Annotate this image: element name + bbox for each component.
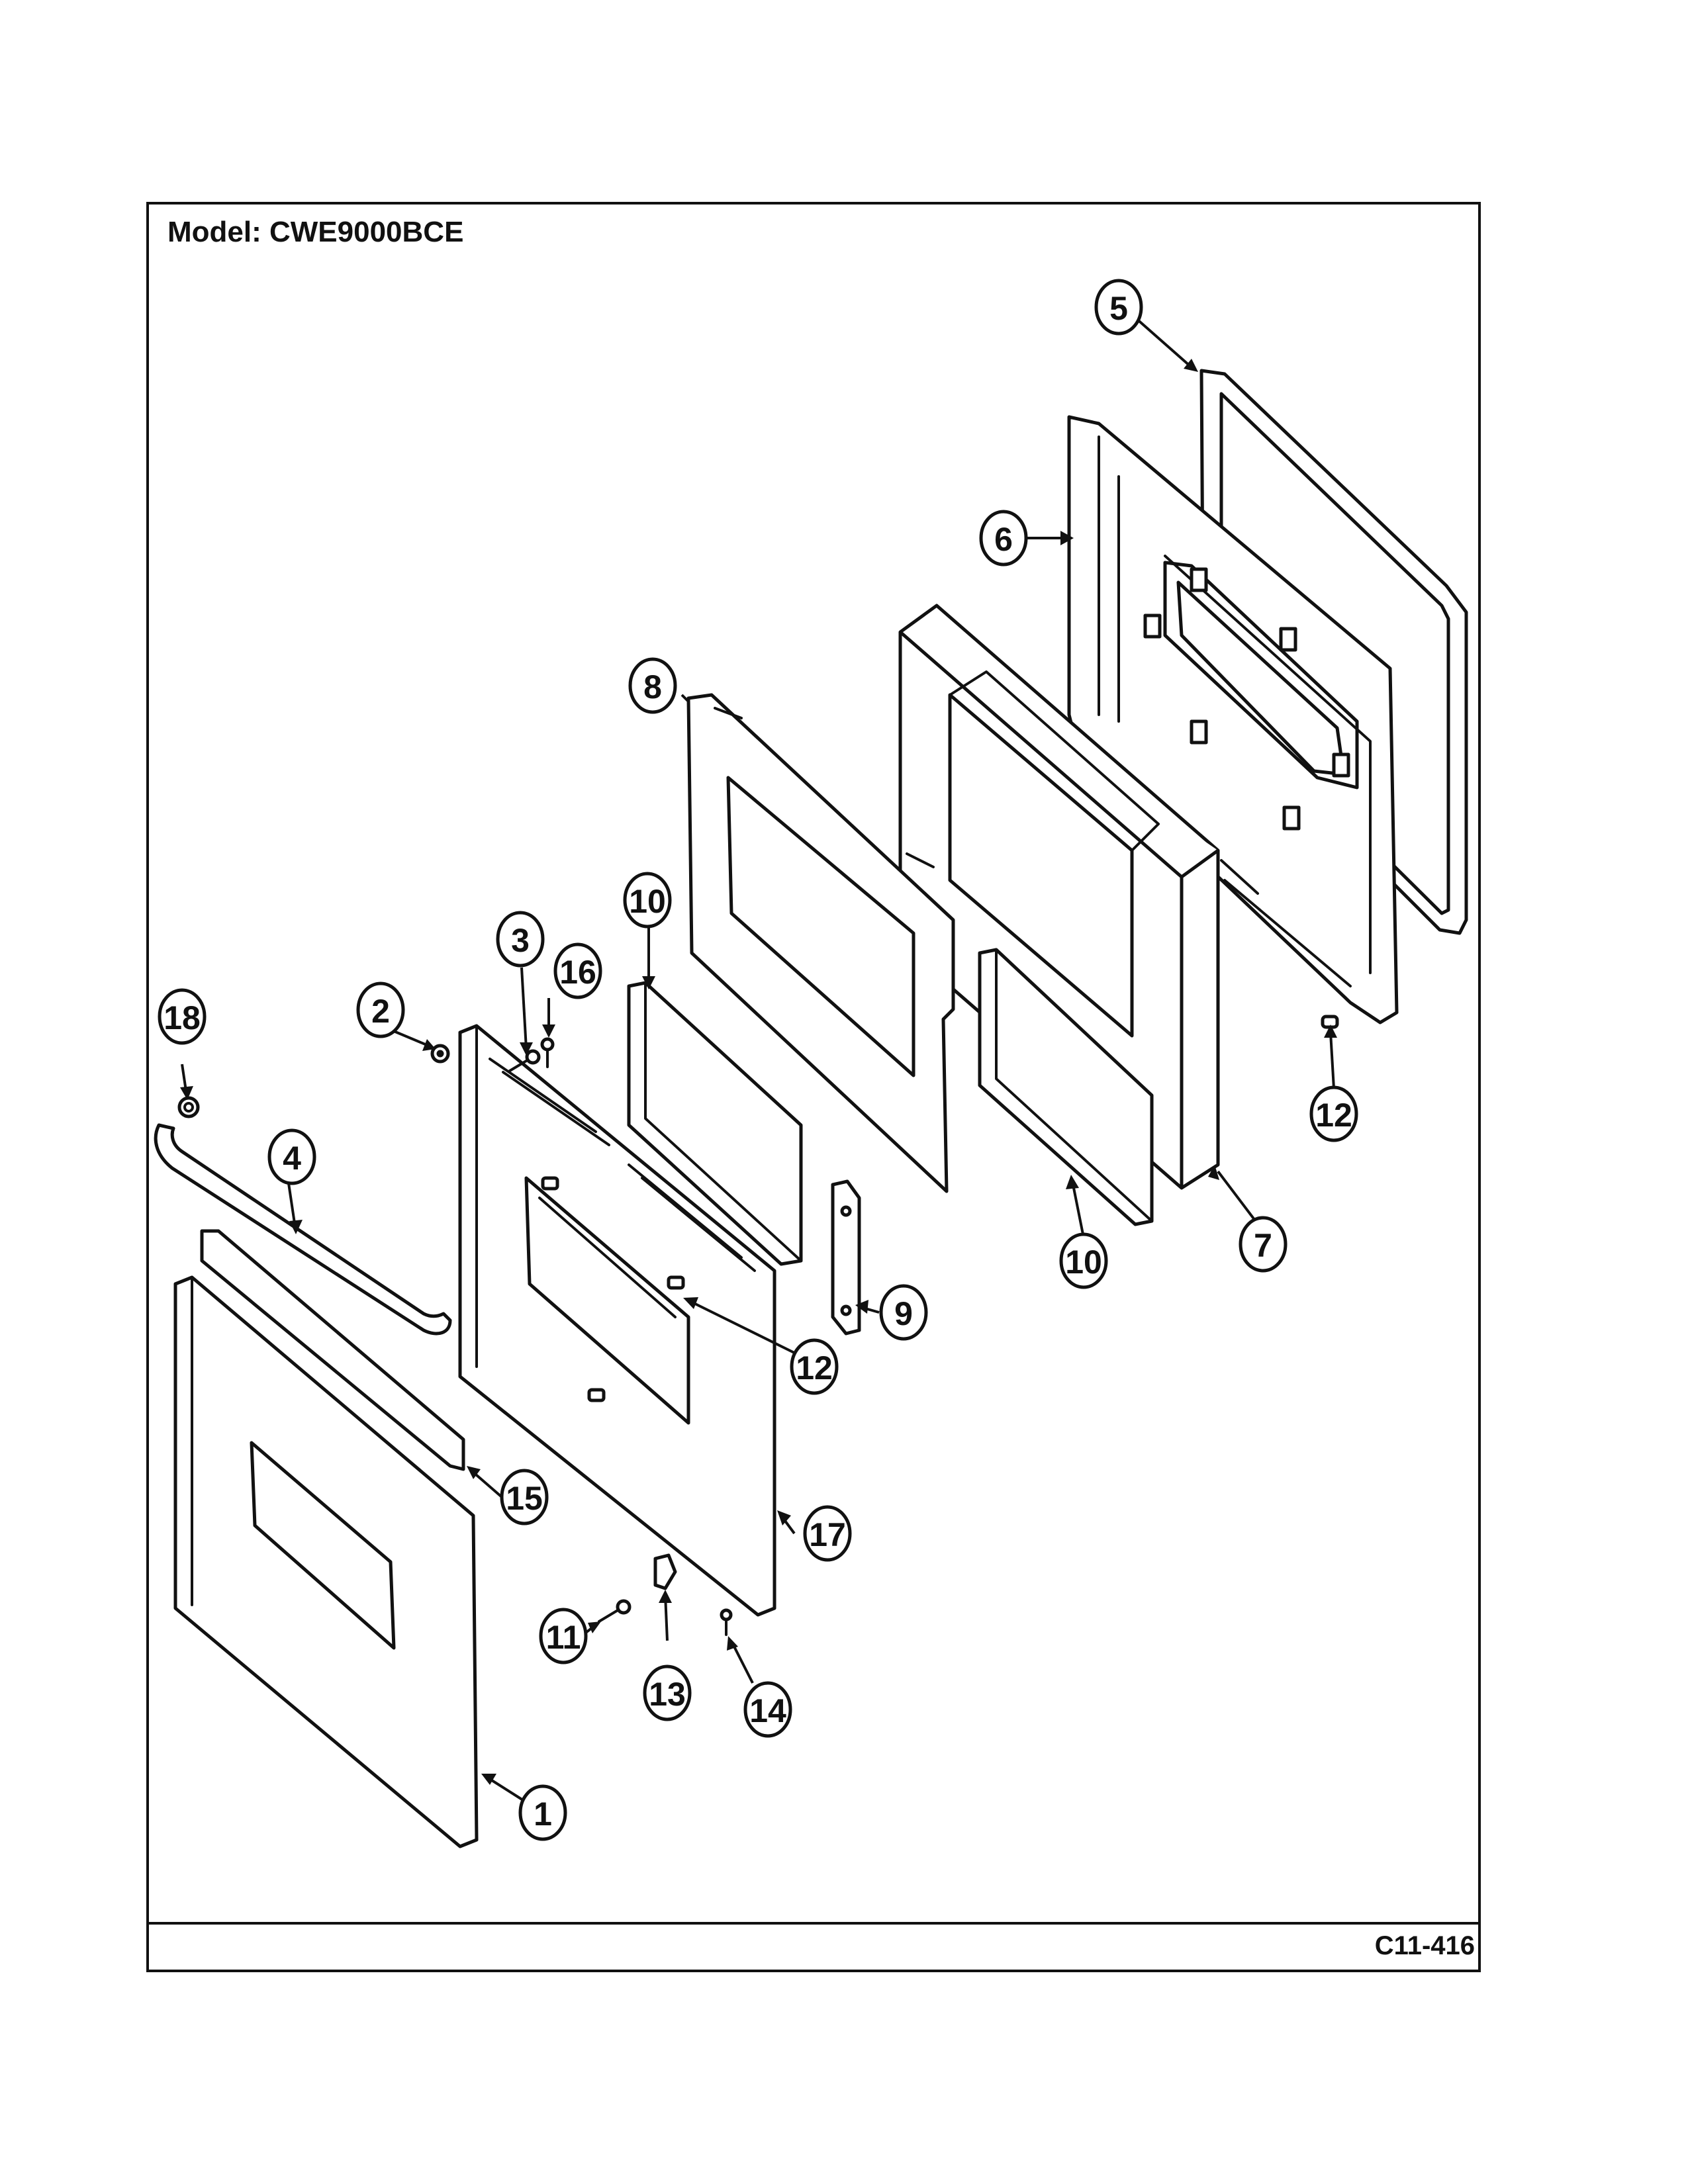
callout-6-label: 6 — [994, 521, 1013, 558]
callout-10-left-label: 10 — [629, 883, 666, 920]
callout-14-label: 14 — [749, 1692, 786, 1729]
part-16-screw — [540, 1037, 555, 1068]
part-4-door-handle — [154, 1123, 452, 1336]
part-14-screw — [720, 1608, 733, 1636]
part-1-outer-door-panel — [173, 1275, 479, 1848]
callout-13-label: 13 — [649, 1676, 686, 1713]
callout-11-label: 11 — [546, 1619, 581, 1656]
callout-10-left: 10 — [623, 872, 672, 929]
callout-12-center-label: 12 — [796, 1349, 833, 1387]
callout-9-label: 9 — [894, 1295, 913, 1332]
callout-6: 6 — [979, 510, 1028, 567]
callout-10-right-label: 10 — [1065, 1244, 1102, 1281]
callout-8-label: 8 — [643, 668, 662, 705]
part-10-glass-panel-right — [978, 948, 1154, 1226]
diagram-frame — [146, 202, 1481, 1972]
callout-16-label: 16 — [559, 954, 596, 991]
callout-15: 15 — [500, 1469, 549, 1525]
part-18-handle-end-cap — [177, 1096, 200, 1118]
callout-4-label: 4 — [283, 1140, 301, 1177]
part-11-screw — [598, 1599, 632, 1623]
callout-7-label: 7 — [1254, 1227, 1272, 1264]
callout-12-right-label: 12 — [1315, 1097, 1352, 1134]
callout-3-label: 3 — [511, 922, 530, 959]
callout-11: 11 — [539, 1608, 588, 1664]
part-8-window-frame — [686, 693, 955, 1193]
part-7-door-spacer-frame — [898, 604, 1220, 1190]
callout-4: 4 — [267, 1128, 316, 1185]
callout-7: 7 — [1239, 1216, 1288, 1273]
callout-12-right: 12 — [1309, 1085, 1358, 1142]
callout-1-label: 1 — [534, 1796, 552, 1833]
callout-2-label: 2 — [371, 993, 390, 1030]
callout-3: 3 — [496, 911, 545, 968]
callout-16: 16 — [553, 942, 602, 999]
part-12-bumper-right — [1321, 1015, 1339, 1029]
part-3-screw — [508, 1049, 541, 1072]
callout-5-label: 5 — [1109, 290, 1128, 327]
callout-17-label: 17 — [809, 1516, 846, 1553]
part-2-washer — [430, 1044, 450, 1064]
callout-8: 8 — [628, 657, 677, 714]
callout-18: 18 — [158, 988, 207, 1045]
callout-10-right: 10 — [1059, 1232, 1108, 1289]
part-9-hinge-bracket — [831, 1179, 861, 1336]
model-title: Model: CWE9000BCE — [167, 216, 464, 248]
callout-9: 9 — [879, 1284, 928, 1341]
callout-5: 5 — [1094, 279, 1143, 336]
part-13-clip — [653, 1553, 677, 1590]
callout-13: 13 — [643, 1664, 692, 1721]
leader-arrowheads — [180, 359, 1337, 1785]
callout-14: 14 — [743, 1681, 792, 1738]
callout-1: 1 — [518, 1784, 567, 1841]
page-code: C11-416 — [1374, 1931, 1475, 1960]
footer-divider — [146, 1922, 1481, 1925]
part-17-door-liner — [458, 1024, 776, 1617]
callout-18-label: 18 — [164, 999, 201, 1036]
part-15-trim-strip — [200, 1229, 465, 1471]
callout-2: 2 — [356, 981, 405, 1038]
callout-17: 17 — [803, 1505, 852, 1562]
callout-12-center: 12 — [790, 1338, 839, 1395]
callout-15-label: 15 — [506, 1480, 543, 1517]
